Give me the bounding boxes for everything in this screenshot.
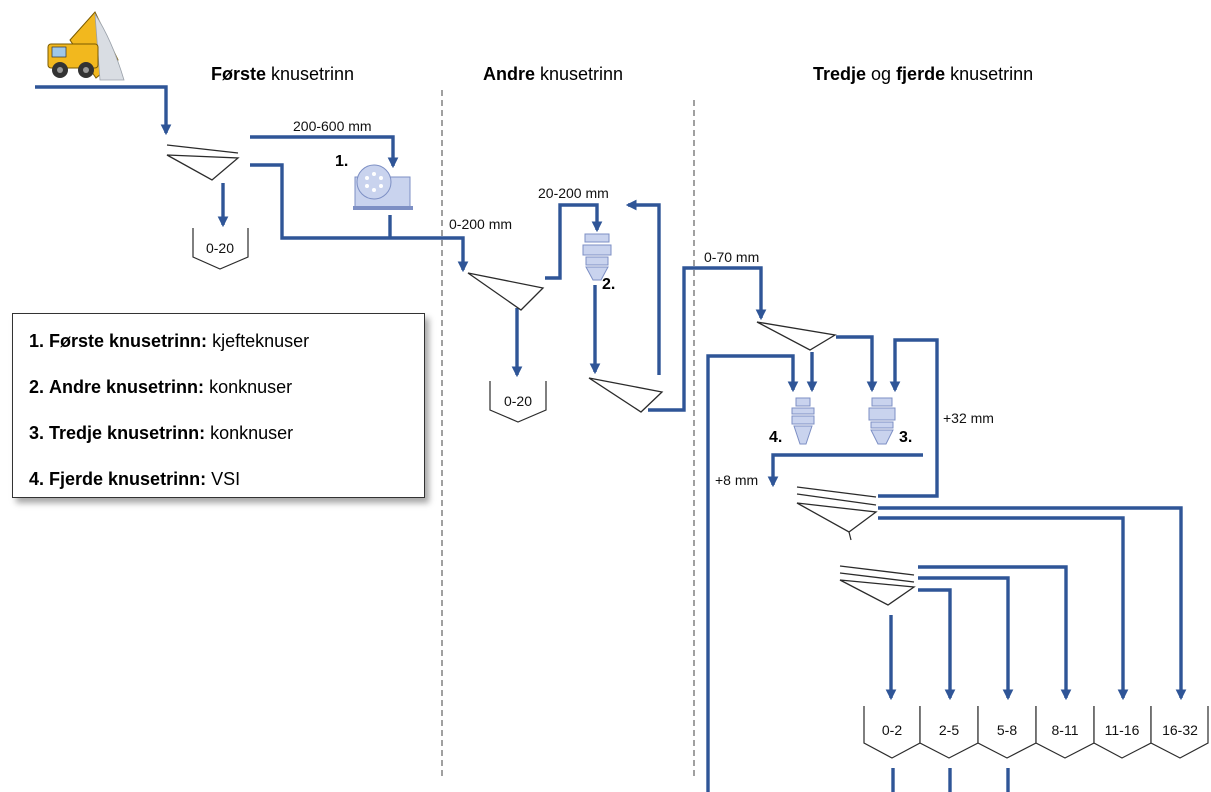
line-to-bin-8-11 <box>918 567 1066 698</box>
stockpile-bin-icon: 0-20 <box>490 381 546 422</box>
legend-type: VSI <box>211 469 240 489</box>
line-to-bin-16-32 <box>878 508 1181 698</box>
bin-label-0-2: 0-2 <box>882 722 902 738</box>
legend-box: 1. Første knusetrinn: kjefteknuser 2. An… <box>12 313 425 498</box>
legend-number: 2. <box>29 377 44 397</box>
flow-label-0-70: 0-70 mm <box>704 249 759 265</box>
stage-heading-first: Første knusetrinn <box>211 64 354 84</box>
product-bins: 0-2 2-5 5-8 8-11 11-16 16-32 <box>864 706 1208 758</box>
legend-stage: Tredje knusetrinn: <box>49 423 205 443</box>
crusher-number-4: 4. <box>769 429 782 446</box>
bin-label-second: 0-20 <box>504 393 532 409</box>
legend-number: 4. <box>29 469 44 489</box>
legend-type: konknuser <box>210 423 293 443</box>
legend-stage: Fjerde knusetrinn: <box>49 469 206 489</box>
line-to-bin-11-16 <box>878 518 1123 698</box>
legend-stage: Andre knusetrinn: <box>49 377 204 397</box>
flow-label-0-200: 0-200 mm <box>449 216 512 232</box>
stage-heading-third-fourth: Tredje og fjerde knusetrinn <box>813 64 1033 84</box>
bin-label-5-8: 5-8 <box>997 722 1017 738</box>
crusher-number-1: 1. <box>335 153 348 170</box>
vsi-crusher-icon <box>792 398 814 444</box>
line-to-cone-crusher-3 <box>836 337 872 390</box>
line-to-bin-5-8 <box>918 578 1008 698</box>
return-line-stage-2 <box>628 205 659 375</box>
jaw-crusher-icon <box>353 165 413 210</box>
flow-label-plus-8: +8 mm <box>715 472 758 488</box>
legend-row: 3. Tredje knusetrinn: konknuser <box>29 416 408 462</box>
flow-label-200-600: 200-600 mm <box>293 118 372 134</box>
bin-label-8-11: 8-11 <box>1052 722 1079 738</box>
legend-stage: Første knusetrinn: <box>49 331 207 351</box>
feed-line <box>35 87 166 133</box>
screen-icon <box>167 145 238 180</box>
screen-icon <box>840 566 914 605</box>
screen-icon <box>468 273 543 310</box>
dump-truck-icon <box>48 12 124 80</box>
legend-row: 4. Fjerde knusetrinn: VSI <box>29 462 408 508</box>
cone-crusher-icon <box>869 398 895 444</box>
stage-heading-second: Andre knusetrinn <box>483 64 623 84</box>
flow-label-plus-32: +32 mm <box>943 410 994 426</box>
crusher-number-2: 2. <box>602 276 615 293</box>
crusher-number-3: 3. <box>899 429 912 446</box>
line-to-third-screen <box>648 268 761 410</box>
legend-number: 1. <box>29 331 44 351</box>
legend-row: 2. Andre knusetrinn: konknuser <box>29 370 408 416</box>
screen-icon <box>797 487 876 540</box>
screen-icon <box>589 378 662 412</box>
screen-icon <box>757 322 835 350</box>
legend-row: 1. Første knusetrinn: kjefteknuser <box>29 324 408 370</box>
bin-label-16-32: 16-32 <box>1162 722 1198 738</box>
legend-number: 3. <box>29 423 44 443</box>
flow-label-20-200: 20-200 mm <box>538 185 609 201</box>
stockpile-bin-icon: 0-20 <box>193 228 248 269</box>
return-line-plus-8 <box>708 356 793 792</box>
bin-label-first: 0-20 <box>206 240 234 256</box>
cone-crusher-icon <box>583 234 611 280</box>
bin-label-11-16: 11-16 <box>1105 722 1140 738</box>
legend-type: kjefteknuser <box>212 331 309 351</box>
line-to-bin-2-5 <box>918 590 950 698</box>
line-to-jaw-crusher <box>250 137 393 166</box>
bin-label-2-5: 2-5 <box>939 722 959 738</box>
legend-type: konknuser <box>209 377 292 397</box>
line-to-multi-deck-screen <box>773 455 923 485</box>
